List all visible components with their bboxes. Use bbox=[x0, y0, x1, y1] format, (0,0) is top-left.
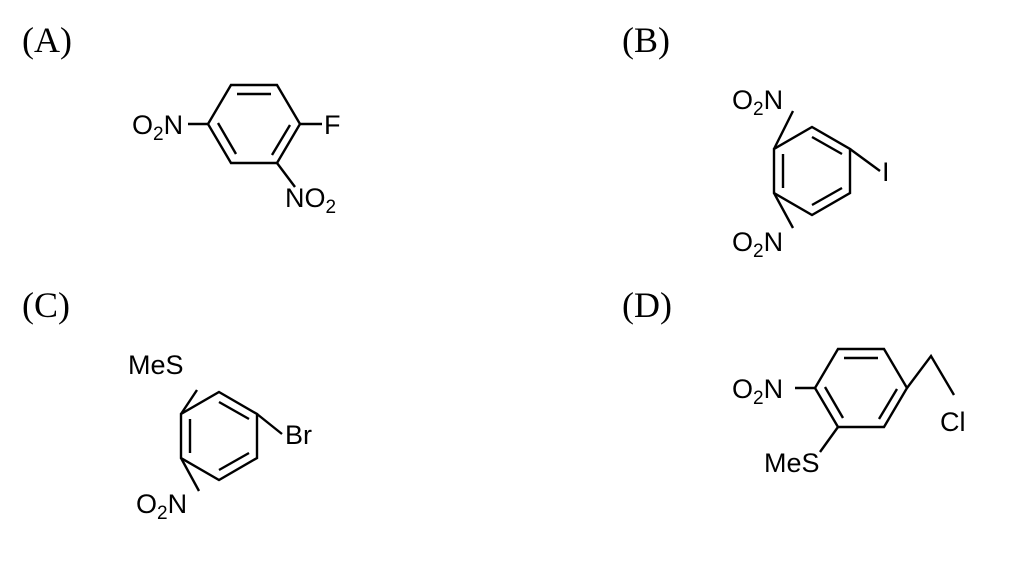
panel-c-bond-methylthio bbox=[180, 389, 198, 415]
panel-c-double-bond-2 bbox=[218, 451, 250, 472]
panel-a-ring bbox=[206, 83, 302, 165]
panel-d-ring-bonds bbox=[813, 347, 909, 429]
panel-b-bond-nitro-upper bbox=[772, 110, 795, 150]
panel-b-ring bbox=[772, 125, 852, 217]
panel-b-label: (B) bbox=[622, 20, 670, 60]
panel-d: (D) O2N MeS Cl bbox=[622, 285, 966, 478]
panel-a-bond-nitro-lower bbox=[276, 162, 296, 188]
panel-c-bond-nitro bbox=[179, 457, 201, 492]
panel-c: (C) MeS Br O2N bbox=[22, 285, 312, 524]
panel-b-bond-iodo bbox=[849, 148, 881, 172]
panel-c-nitro: O2N bbox=[136, 489, 187, 524]
panel-d-methylthio: MeS bbox=[764, 448, 820, 478]
panel-d-double-bond-2 bbox=[877, 388, 899, 420]
panel-b-ring-bonds bbox=[772, 125, 852, 217]
panel-d-chloro: Cl bbox=[940, 407, 966, 437]
panel-a-lower-nitro: NO2 bbox=[285, 183, 336, 218]
panel-a-double-bond-2 bbox=[270, 124, 292, 156]
panel-b-upper-nitro: O2N bbox=[732, 85, 783, 120]
panel-a-fluoro: F bbox=[324, 110, 341, 140]
panel-c-methylthio: MeS bbox=[128, 350, 184, 380]
panel-a-double-bond-3 bbox=[216, 122, 238, 155]
panel-b-double-bond-1 bbox=[811, 135, 843, 156]
panel-d-double-bond-3 bbox=[823, 386, 845, 419]
panel-b-lower-nitro: O2N bbox=[732, 227, 783, 262]
panel-d-label: (D) bbox=[622, 285, 672, 325]
panel-a-ring-bonds bbox=[206, 83, 302, 165]
panel-a: (A) O2N F NO2 bbox=[22, 20, 341, 218]
panel-a-label: (A) bbox=[22, 20, 72, 60]
panel-b: (B) O2N I O2N bbox=[622, 20, 890, 262]
panel-b-double-bond-2 bbox=[811, 186, 843, 207]
panel-b-bond-nitro-lower bbox=[772, 192, 795, 229]
panel-b-iodo: I bbox=[882, 157, 890, 187]
panel-c-bond-bromo bbox=[256, 413, 283, 435]
panel-c-ring-bonds bbox=[179, 390, 259, 482]
panel-d-nitro: O2N bbox=[732, 374, 783, 409]
panel-c-bromo: Br bbox=[285, 420, 312, 450]
panel-d-bond-chloromethyl bbox=[906, 353, 956, 396]
panel-c-ring bbox=[179, 390, 259, 482]
panel-d-ring bbox=[813, 347, 909, 429]
panel-d-bond-methylthio bbox=[819, 426, 839, 453]
panel-a-left-nitro: O2N bbox=[132, 110, 183, 145]
panel-c-double-bond-1 bbox=[218, 400, 250, 421]
panel-c-label: (C) bbox=[22, 285, 70, 325]
